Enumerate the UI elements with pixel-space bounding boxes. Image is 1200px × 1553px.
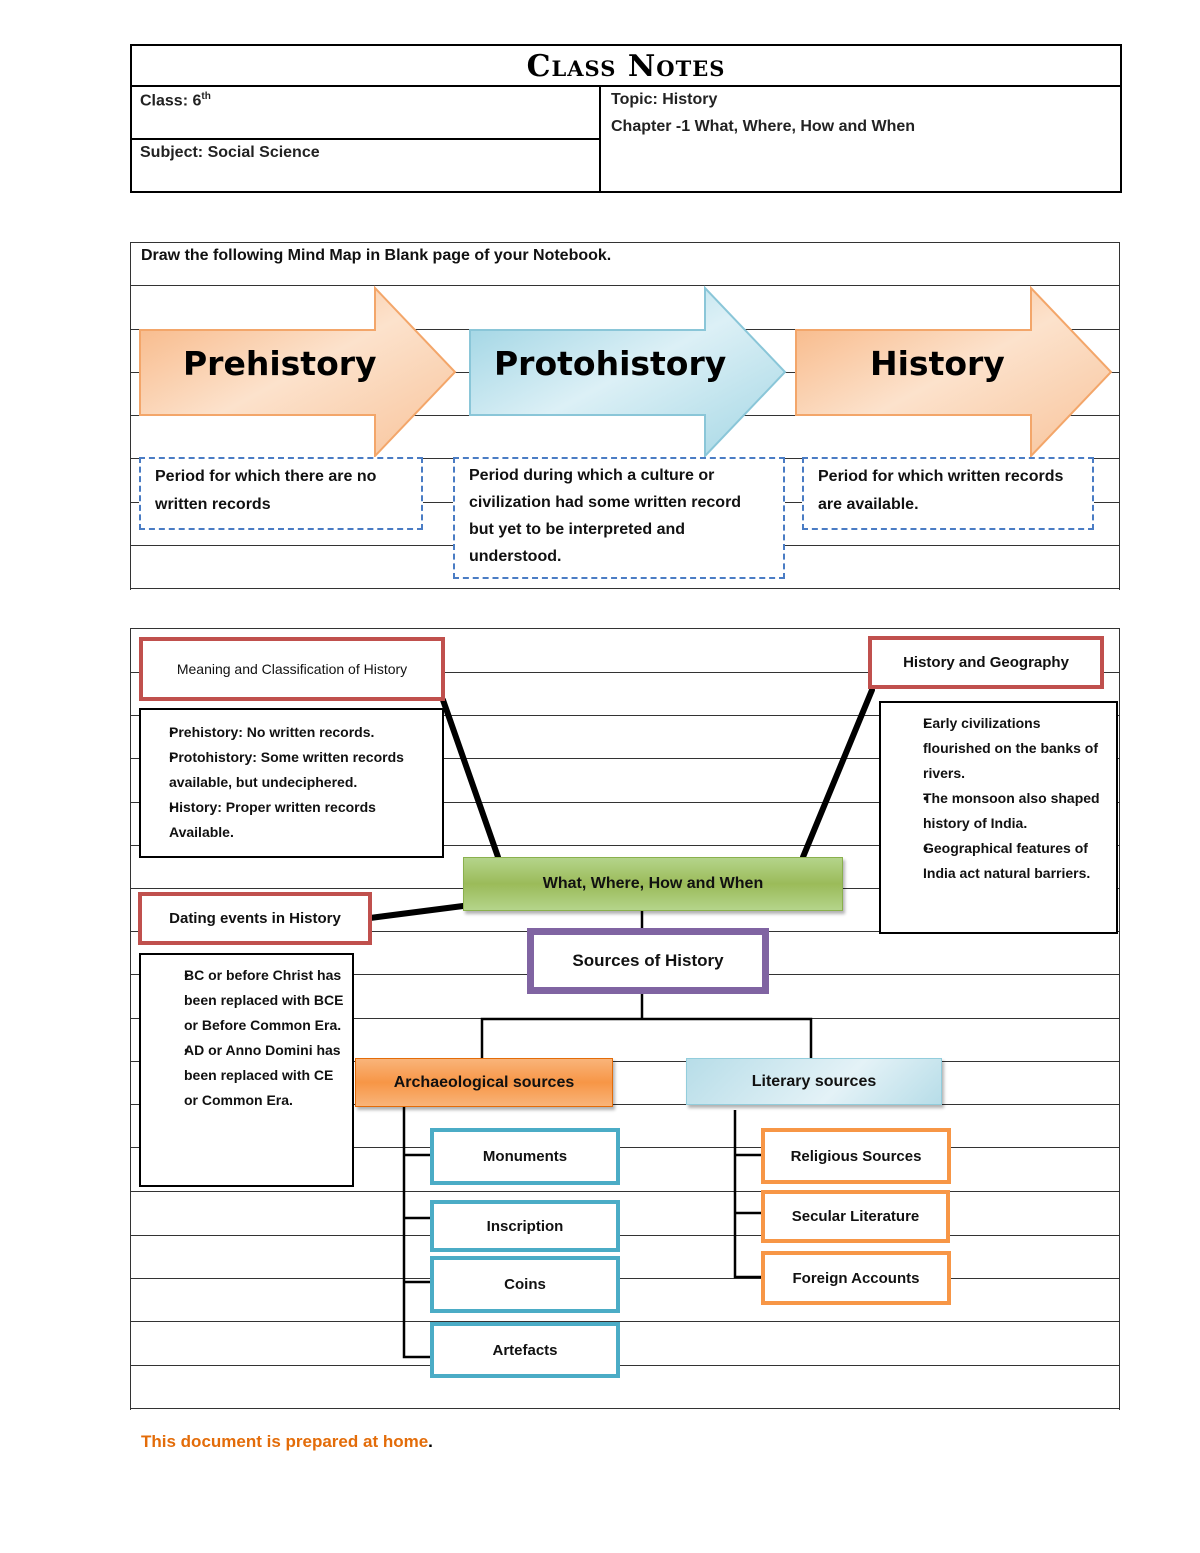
literary-sources-node: Literary sources: [686, 1058, 942, 1105]
meaning-point: History: Proper written records Availabl…: [151, 795, 434, 845]
source-inscription: Inscription: [430, 1200, 620, 1252]
source-label: Inscription: [486, 1217, 564, 1235]
sources-title: Sources of History: [572, 951, 724, 970]
meaning-points-list: Prehistory: No written records. Protohis…: [151, 720, 434, 845]
dating-point: AD or Anno Domini has been replaced with…: [151, 1038, 344, 1113]
source-label: Foreign Accounts: [792, 1269, 920, 1287]
meaning-classification-node: Meaning and Classification of History: [139, 637, 445, 701]
source-label: Secular Literature: [791, 1208, 920, 1225]
source-foreign-accounts: Foreign Accounts: [761, 1251, 951, 1305]
ruled-line: [131, 802, 1119, 803]
dating-points-box: BC or before Christ has been replaced wi…: [139, 953, 354, 1187]
ruled-line: [131, 285, 1119, 286]
source-label: Artefacts: [492, 1341, 558, 1359]
geography-point-text: The monsoon also shaped history of India…: [923, 790, 1100, 831]
ruled-line: [131, 758, 1119, 759]
center-topic-node: What, Where, How and When: [463, 857, 843, 911]
source-label: Coins: [504, 1276, 546, 1293]
arrow-label-protohistory: Protohistory: [494, 344, 727, 383]
archaeological-sources-node: Archaeological sources: [355, 1058, 613, 1107]
arrow-label-history: History: [870, 344, 1005, 383]
geography-point: Geographical features of India act natur…: [893, 836, 1106, 886]
topic-label: Topic: History: [611, 91, 718, 108]
ruled-line: [131, 1235, 1119, 1236]
chapter-label: Chapter -1 What, Where, How and When: [611, 118, 916, 135]
subject-label: Subject: Social Science: [140, 144, 320, 161]
meaning-point-text: Prehistory: No written records.: [169, 724, 375, 740]
archaeological-title: Archaeological sources: [393, 1073, 575, 1091]
prehistory-description: Period for which there are no written re…: [139, 457, 423, 530]
geography-points-box: Early civilizations flourished on the ba…: [879, 701, 1118, 934]
geography-point-text: Geographical features of India act natur…: [923, 840, 1091, 881]
source-monuments: Monuments: [430, 1128, 620, 1185]
arrow-prehistory: [139, 285, 457, 459]
instruction-text: Draw the following Mind Map in Blank pag…: [141, 247, 612, 264]
protohistory-description: Period during which a culture or civiliz…: [453, 457, 785, 579]
dating-events-node: Dating events in History: [138, 892, 372, 945]
arrow-history: [795, 285, 1113, 459]
meaning-point: Protohistory: Some written records avail…: [151, 745, 434, 795]
class-sup: th: [201, 91, 211, 102]
topic-cell: Topic: History Chapter -1 What, Where, H…: [601, 87, 1120, 191]
ruled-line: [131, 715, 1119, 716]
footer-period: .: [428, 1432, 433, 1451]
arrow-protohistory: [469, 285, 787, 459]
source-label: Monuments: [482, 1148, 568, 1165]
ruled-line: [131, 1104, 1119, 1105]
geography-title: History and Geography: [903, 654, 1069, 671]
meaning-point-text: History: Proper written records Availabl…: [169, 799, 376, 840]
ruled-line: [131, 1061, 1119, 1062]
period-arrows: [139, 285, 1113, 459]
geography-point-text: Early civilizations flourished on the ba…: [923, 715, 1099, 781]
ruled-line: [131, 588, 1119, 589]
page-title: Class Notes: [132, 46, 1120, 87]
ruled-line: [131, 1278, 1119, 1279]
class-value: Class: 6: [140, 92, 202, 110]
ruled-line: [131, 1147, 1119, 1148]
ruled-line: [131, 1408, 1119, 1409]
ruled-line: [131, 1365, 1119, 1366]
source-artefacts: Artefacts: [430, 1322, 620, 1378]
meaning-title: Meaning and Classification of History: [176, 660, 408, 677]
dating-point-text: AD or Anno Domini has been replaced with…: [184, 1042, 341, 1108]
subject-cell: Subject: Social Science: [132, 140, 601, 191]
ruled-line: [131, 628, 1119, 629]
ruled-line: [131, 845, 1119, 846]
arrow-label-prehistory: Prehistory: [183, 344, 377, 383]
footer-text: This document is prepared at home: [141, 1432, 429, 1451]
meaning-points-box: Prehistory: No written records. Protohis…: [139, 708, 444, 858]
class-notes-header: Class Notes Class: 6th Subject: Social S…: [130, 44, 1122, 193]
dating-points-list: BC or before Christ has been replaced wi…: [151, 963, 344, 1113]
source-secular-literature: Secular Literature: [761, 1190, 950, 1243]
dating-point-text: BC or before Christ has been replaced wi…: [184, 967, 344, 1033]
meaning-point: Prehistory: No written records.: [151, 720, 434, 745]
geography-point: The monsoon also shaped history of India…: [893, 786, 1106, 836]
history-description: Period for which written records are ava…: [802, 457, 1094, 530]
source-label: Religious Sources: [790, 1147, 922, 1165]
footer-note: This document is prepared at home.: [141, 1432, 433, 1452]
geography-points-list: Early civilizations flourished on the ba…: [893, 711, 1106, 886]
literary-title: Literary sources: [751, 1072, 877, 1090]
dating-title: Dating events in History: [169, 910, 341, 927]
geography-point: Early civilizations flourished on the ba…: [893, 711, 1106, 786]
ruled-line: [131, 242, 1119, 243]
source-coins: Coins: [430, 1256, 620, 1313]
center-topic-label: What, Where, How and When: [542, 875, 764, 892]
dating-point: BC or before Christ has been replaced wi…: [151, 963, 344, 1038]
ruled-line: [131, 672, 1119, 673]
history-geography-node: History and Geography: [868, 636, 1104, 689]
ruled-line: [131, 1191, 1119, 1192]
ruled-line: [131, 1321, 1119, 1322]
sources-of-history-node: Sources of History: [527, 928, 769, 994]
meaning-point-text: Protohistory: Some written records avail…: [169, 749, 404, 790]
source-religious: Religious Sources: [761, 1128, 951, 1184]
class-label: Class: 6th: [140, 91, 211, 110]
class-cell: Class: 6th: [132, 87, 601, 140]
